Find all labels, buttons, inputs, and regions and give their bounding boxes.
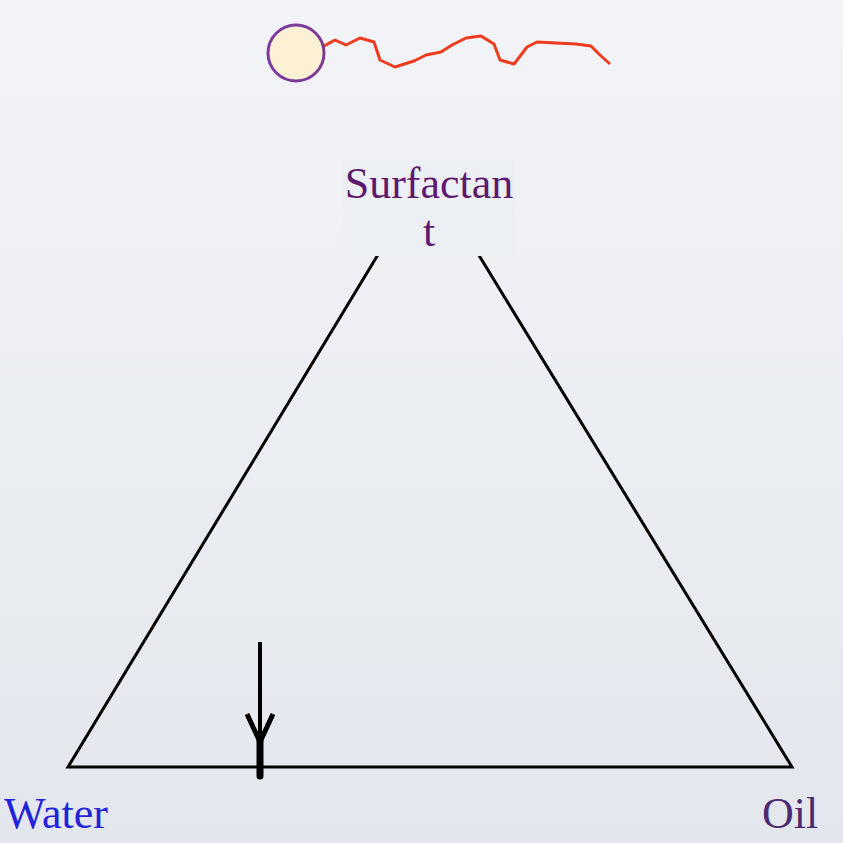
vertex-label: Oil (762, 790, 818, 838)
surfactant-molecule (268, 25, 610, 81)
hydrophobic-tail (324, 36, 610, 67)
vertex-label: Surfactant (343, 160, 515, 256)
hydrophilic-head (268, 25, 324, 81)
composition-arrow (247, 642, 273, 776)
ternary-triangle (68, 172, 792, 767)
vertex-label: Water (4, 790, 108, 838)
